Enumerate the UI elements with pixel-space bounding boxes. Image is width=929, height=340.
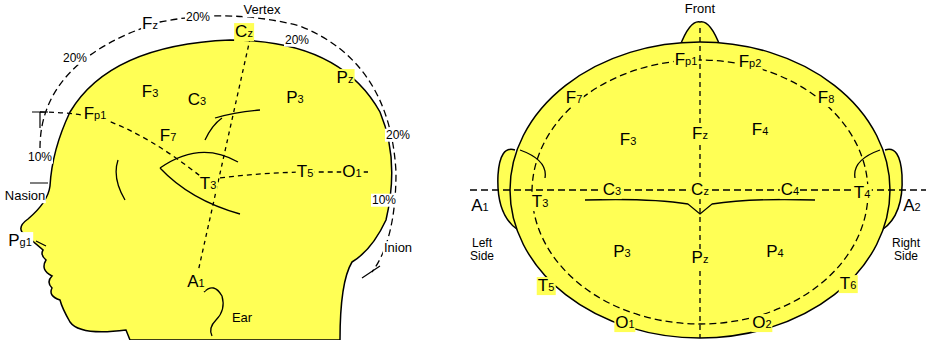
- electrode-label: Pz: [336, 69, 355, 87]
- side-label: Right Side: [889, 237, 923, 262]
- view-label: Vertex: [243, 3, 282, 17]
- central-curve: [585, 200, 815, 215]
- electrode-label: F3: [141, 83, 160, 101]
- ear-shape: [204, 288, 223, 336]
- percent-mark: 20%: [185, 11, 211, 24]
- electrode-label: P3: [612, 243, 631, 261]
- electrode-label: T5: [296, 163, 315, 181]
- electrode-label: T4: [853, 184, 872, 202]
- electrode-label: C4: [780, 181, 800, 199]
- percent-mark: 20%: [385, 129, 411, 142]
- electrode-label: F4: [751, 121, 770, 139]
- head-profile: [21, 40, 392, 340]
- electrode-label: A2: [902, 197, 921, 215]
- side-label: Left Side: [465, 237, 499, 262]
- face-lines: [36, 110, 260, 246]
- coronal-line: [198, 30, 252, 272]
- landmark-label: Ear: [231, 311, 253, 325]
- electrode-label: F3: [619, 131, 638, 149]
- outer-arc: [40, 16, 396, 272]
- electrode-label: Pz: [691, 249, 710, 267]
- electrode-label: O1: [341, 163, 362, 181]
- electrode-label: T6: [839, 275, 858, 293]
- electrode-label: F7: [159, 127, 178, 145]
- electrode-label: F8: [817, 89, 836, 107]
- ticks: [30, 112, 380, 278]
- electrode-label: Fz: [141, 15, 159, 33]
- percent-mark: 10%: [371, 194, 397, 207]
- landmark-label: Inion: [383, 241, 413, 255]
- electrode-label: T3: [531, 193, 550, 211]
- view-label: Front: [684, 2, 716, 16]
- percent-mark: 20%: [62, 52, 88, 65]
- electrode-label: Cz: [234, 23, 254, 41]
- landmark-label: Nasion: [4, 189, 46, 203]
- temple-curves: [520, 150, 880, 178]
- electrode-label: Fp2: [738, 53, 763, 71]
- electrode-label: A1: [470, 197, 489, 215]
- electrode-label: T3: [199, 175, 218, 193]
- electrode-label: O1: [614, 314, 635, 332]
- percent-mark: 20%: [284, 34, 310, 47]
- electrode-label: Fp1: [83, 105, 108, 123]
- electrode-label: P3: [285, 89, 304, 107]
- electrode-label: T5: [537, 277, 556, 295]
- electrode-label: Fz: [691, 125, 709, 143]
- electrode-label: Pg1: [7, 232, 33, 250]
- electrode-label: F7: [565, 89, 584, 107]
- electrode-label: C3: [602, 181, 622, 199]
- electrode-label: Fp1: [674, 51, 699, 69]
- electrode-label: O2: [751, 314, 772, 332]
- electrode-label: A1: [186, 273, 205, 291]
- electrode-label: P4: [765, 243, 784, 261]
- electrode-label: Cz: [690, 181, 710, 199]
- electrode-label: C3: [187, 91, 207, 109]
- percent-mark: 10%: [27, 151, 53, 164]
